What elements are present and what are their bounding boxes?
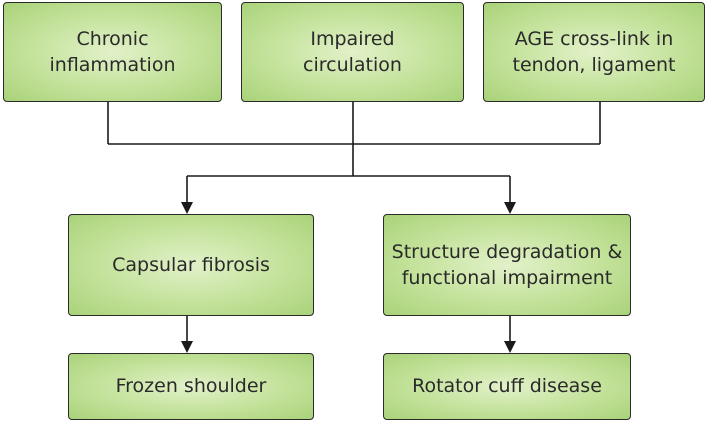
node-chronic-inflammation: Chronic inflammation bbox=[3, 2, 222, 102]
node-frozen-shoulder: Frozen shoulder bbox=[68, 353, 314, 420]
node-label: Chronic inflammation bbox=[49, 27, 176, 76]
arrowhead-capsular bbox=[181, 202, 193, 214]
node-label: Capsular fibrosis bbox=[112, 253, 270, 276]
arrowhead-rotator bbox=[504, 341, 516, 353]
node-age-cross-link: AGE cross-link in tendon, ligament bbox=[483, 2, 705, 102]
node-label: AGE cross-link in tendon, ligament bbox=[512, 27, 676, 76]
node-structure-degradation: Structure degradation & functional impai… bbox=[383, 214, 631, 316]
node-rotator-cuff-disease: Rotator cuff disease bbox=[383, 353, 631, 420]
node-capsular-fibrosis: Capsular fibrosis bbox=[68, 214, 314, 316]
arrowhead-frozen bbox=[181, 341, 193, 353]
node-label: Impaired circulation bbox=[303, 27, 402, 76]
node-label: Rotator cuff disease bbox=[412, 375, 602, 398]
node-label: Structure degradation & functional impai… bbox=[391, 240, 623, 289]
arrowhead-structure bbox=[504, 202, 516, 214]
node-impaired-circulation: Impaired circulation bbox=[241, 2, 464, 102]
node-label: Frozen shoulder bbox=[115, 375, 267, 398]
